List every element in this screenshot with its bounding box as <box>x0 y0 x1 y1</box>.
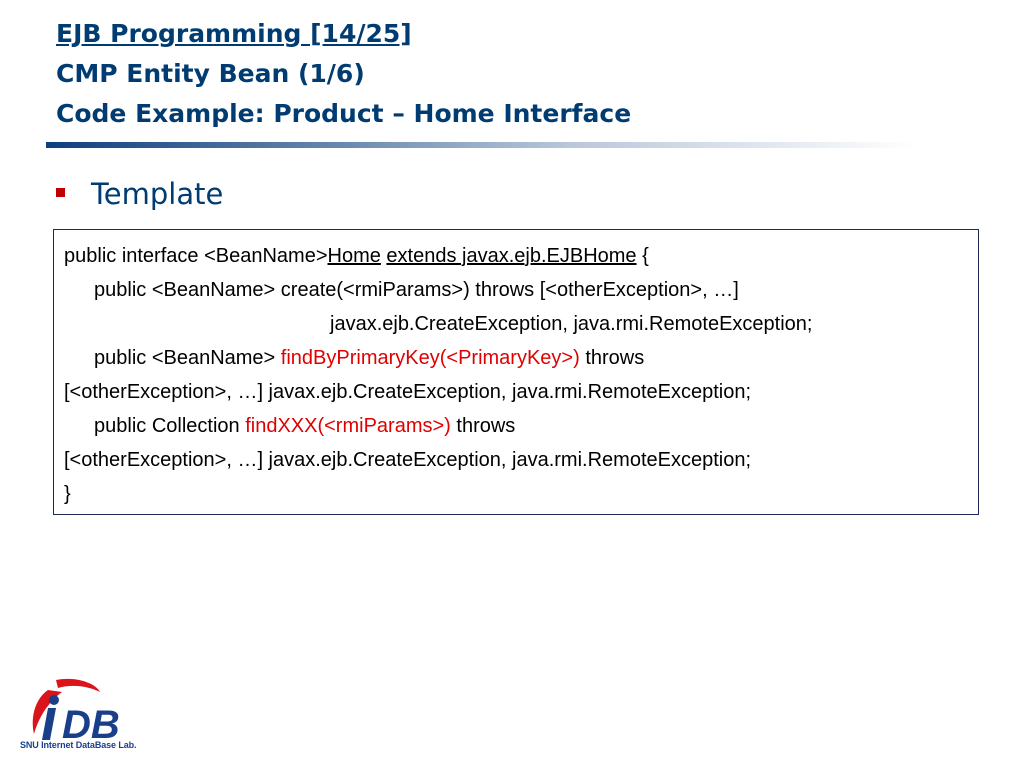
code-line-1: public interface <BeanName>Home extends … <box>64 239 968 273</box>
code-line-7: [<otherException>, …] javax.ejb.CreateEx… <box>64 449 752 471</box>
code-text: { <box>636 245 649 267</box>
code-text: throws <box>450 415 516 437</box>
title-divider <box>46 142 916 148</box>
code-line-3: javax.ejb.CreateException, java.rmi.Remo… <box>330 313 813 335</box>
logo-letters: DB <box>62 703 120 747</box>
code-highlight-findxxx: findXXX(<rmiParams>) <box>245 415 451 437</box>
idb-logo-icon: DB <box>32 678 120 747</box>
title-line-2: CMP Entity Bean (1/6) <box>56 59 365 88</box>
code-line-4: public <BeanName> findByPrimaryKey(<Prim… <box>64 341 968 375</box>
bullet-text: Template <box>91 177 224 211</box>
title-line-1: EJB Programming [14/25] <box>56 19 412 48</box>
code-text: throws <box>579 347 645 369</box>
code-line-2: public <BeanName> create(<rmiParams>) th… <box>94 279 739 301</box>
code-underlined-extends: extends javax.ejb.EJBHome <box>386 245 637 267</box>
code-line-6: public Collection findXXX(<rmiParams>) t… <box>64 409 968 443</box>
code-block: public interface <BeanName>Home extends … <box>53 229 979 515</box>
code-text: public interface <BeanName> <box>64 245 328 267</box>
code-text: public Collection <box>94 415 246 437</box>
logo-caption: SNU Internet DataBase Lab. <box>20 740 137 750</box>
code-underlined-home: Home <box>327 245 381 267</box>
square-bullet-icon <box>56 187 65 197</box>
code-highlight-findbyprimarykey: findByPrimaryKey(<PrimaryKey>) <box>280 347 580 369</box>
bullet-item: Template <box>56 172 223 216</box>
code-text: public <BeanName> <box>94 347 281 369</box>
code-line-5: [<otherException>, …] javax.ejb.CreateEx… <box>64 381 752 403</box>
slide-title: EJB Programming [14/25] CMP Entity Bean … <box>56 14 956 134</box>
code-line-8: } <box>64 483 71 505</box>
title-line-3: Code Example: Product – Home Interface <box>56 99 632 128</box>
